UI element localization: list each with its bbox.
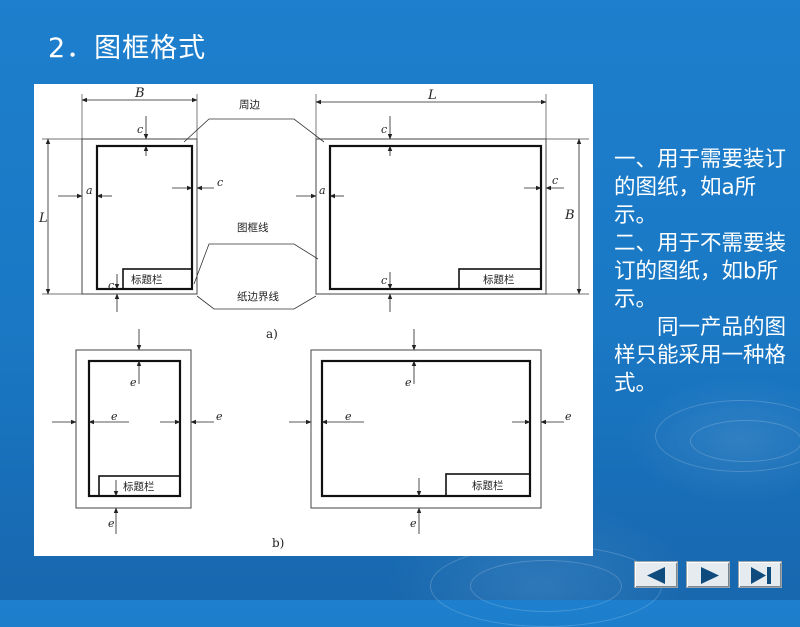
last-slide-button[interactable] <box>738 561 782 588</box>
skip-to-end-icon <box>751 567 771 584</box>
margin-c-label: c <box>217 176 223 189</box>
callout-paper-label: 纸边界线 <box>237 290 279 303</box>
paragraph-non-binding: 二、用于不需要装订的图纸，如b所示。 <box>614 231 787 312</box>
margin-c-label: c <box>108 279 114 292</box>
callout-edge-label: 周边 <box>239 99 260 111</box>
paragraph-binding: 一、用于需要装订的图纸，如a所示。 <box>614 147 787 228</box>
margin-e-label: e <box>565 410 572 423</box>
background-ripple <box>430 545 662 627</box>
dimension-B-label: B <box>134 86 145 101</box>
slide-title: 2．图框格式 <box>48 33 207 64</box>
title-block-label: 标题栏 <box>472 479 504 492</box>
margin-c-label: c <box>137 123 143 136</box>
sheet-b-right <box>310 349 542 509</box>
caption-b: b) <box>272 536 284 550</box>
margin-a-label: a <box>319 184 326 197</box>
background-ripple <box>655 400 800 472</box>
margin-e-label: e <box>108 517 115 530</box>
title-block-label: 标题栏 <box>131 273 163 286</box>
sheet-a-right <box>315 94 589 295</box>
frame-format-diagram: B L c a c c 标题栏 L <box>38 86 589 550</box>
callout-lines <box>183 118 325 310</box>
margin-c-label: c <box>381 123 387 136</box>
margin-c-label: c <box>381 274 387 287</box>
margin-e-label: e <box>130 376 137 389</box>
previous-slide-button[interactable] <box>634 561 678 588</box>
drawing-frame-figure: B L c a c c 标题栏 L <box>34 84 593 556</box>
margin-e-label: e <box>405 376 412 389</box>
title-block-label: 标题栏 <box>123 480 155 493</box>
margin-e-label: e <box>111 410 118 423</box>
margin-a-label: a <box>86 184 93 197</box>
dimension-L-label: L <box>427 88 437 103</box>
triangle-left-icon <box>647 567 665 584</box>
margin-c-label: c <box>552 174 558 187</box>
margin-e-label: e <box>410 517 417 530</box>
margin-e-label: e <box>216 410 223 423</box>
triangle-right-icon <box>701 567 719 584</box>
paragraph-single-format: 同一产品的图样只能采用一种格式。 <box>614 315 787 396</box>
callout-frame-label: 图框线 <box>237 221 269 234</box>
dimension-B-label: B <box>564 208 575 223</box>
description-text: 一、用于需要装订的图纸，如a所示。 二、用于不需要装订的图纸，如b所示。 同一产… <box>614 146 794 398</box>
title-block-label: 标题栏 <box>483 273 515 286</box>
next-slide-button[interactable] <box>686 561 730 588</box>
caption-a: a) <box>266 327 278 341</box>
sheet-a-left <box>42 94 198 295</box>
sheet-b-left <box>75 349 192 509</box>
margin-e-label: e <box>345 410 352 423</box>
dimension-L-label: L <box>38 211 48 226</box>
